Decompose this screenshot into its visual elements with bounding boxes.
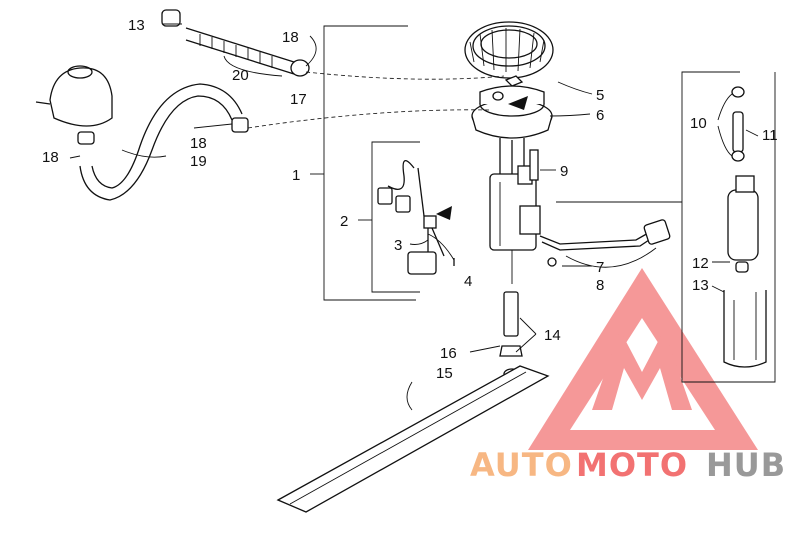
pump-flange: [471, 75, 553, 139]
leader-lines: [69, 23, 759, 411]
curved-hose: [79, 83, 249, 201]
callout-5: 5: [596, 87, 604, 104]
watermark-m-shape: [592, 330, 692, 410]
assembly-bracket-1: [310, 25, 416, 301]
callout-18-left: 18: [42, 149, 59, 166]
callout-12: 12: [692, 255, 709, 272]
callout-18-mid: 18: [190, 135, 207, 152]
brand-moto: MOTO: [576, 446, 688, 484]
wire-harness: [377, 160, 455, 275]
assembly-bracket-2: [358, 141, 420, 293]
watermark-logo: [528, 268, 758, 450]
callout-18-top: 18: [282, 29, 299, 46]
filter-canister: [35, 65, 113, 145]
brand-auto: AUTO: [470, 446, 573, 484]
callout-10: 10: [690, 115, 707, 132]
callout-20: 20: [232, 67, 249, 84]
callout-14-top: 13: [128, 17, 145, 34]
callout-1: 1: [292, 167, 300, 184]
tank-cap-ring: [464, 21, 554, 79]
watermark-brand: AUTO MOTO HUB: [470, 446, 786, 484]
callout-11: 11: [762, 127, 778, 144]
callout-16: 16: [440, 345, 457, 362]
pump-body: [489, 138, 541, 284]
pointer-arrow: [508, 96, 528, 110]
callout-19: 19: [190, 153, 207, 170]
callout-14-bottom: 14: [544, 327, 561, 344]
callout-6: 6: [596, 107, 604, 124]
callout-17: 17: [290, 91, 307, 108]
strainer-tray: [276, 365, 550, 513]
pump-cartridge: [723, 86, 767, 368]
callout-3: 3: [394, 237, 402, 254]
callout-7: 7: [596, 259, 604, 276]
callout-2: 2: [340, 213, 348, 230]
callout-15: 15: [436, 365, 453, 382]
callout-8: 8: [596, 277, 604, 294]
callout-4: 4: [464, 273, 472, 290]
callout-labels: 13 18 20 17 18 19 18 1 2 3 4 5 6 9 7 8 1…: [42, 17, 778, 382]
harness-arrow: [436, 206, 452, 220]
level-sender: [539, 219, 671, 267]
callout-13: 13: [692, 277, 709, 294]
assembly-bracket-12: [556, 71, 776, 383]
callout-9: 9: [560, 163, 568, 180]
spiral-hose: [161, 9, 310, 77]
strainer-rod: [499, 291, 523, 380]
brand-hub: HUB: [706, 446, 786, 484]
